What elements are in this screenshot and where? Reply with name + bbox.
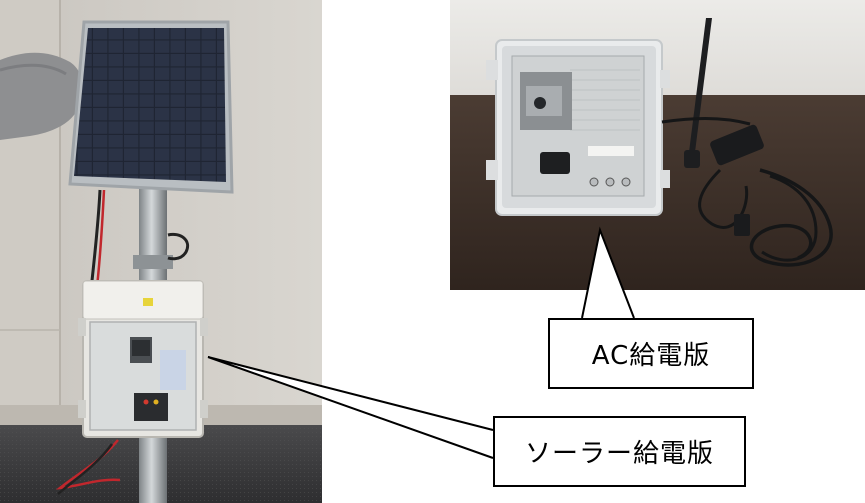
solar-version-label: ソーラー給電版 — [493, 416, 746, 487]
solar-unit-illustration — [0, 0, 322, 503]
solar-unit-photo — [0, 0, 322, 503]
ac-version-label: AC給電版 — [548, 318, 754, 389]
ac-unit-illustration — [450, 0, 865, 290]
ac-unit-photo — [450, 0, 865, 290]
